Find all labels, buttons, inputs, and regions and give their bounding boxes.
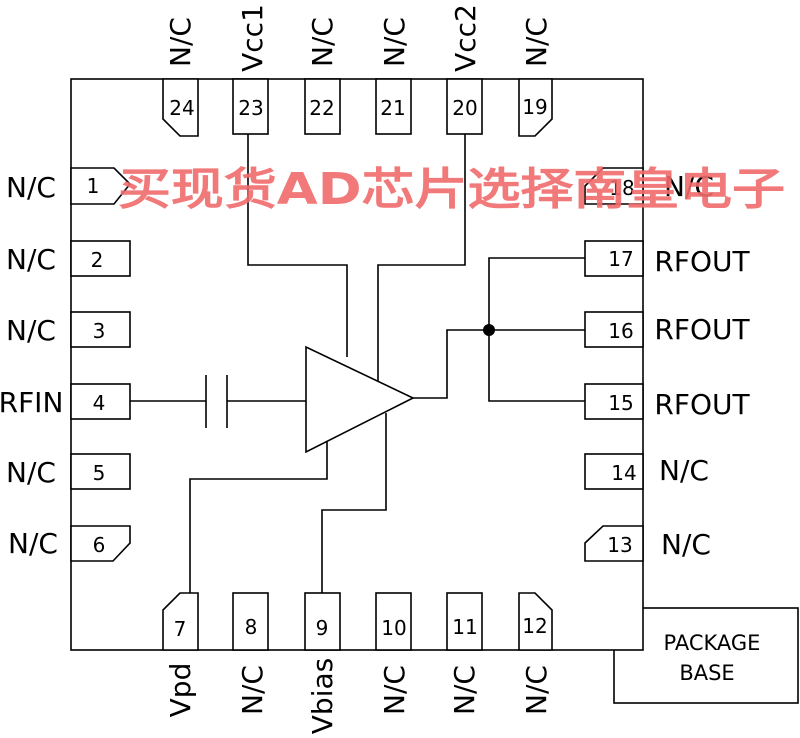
- pin-17: 17 RFOUT: [584, 240, 750, 278]
- pin-21-label: N/C: [378, 17, 411, 67]
- pin-15-label: RFOUT: [654, 388, 750, 421]
- pin-13: 13 N/C: [584, 525, 711, 562]
- pin-11-label: N/C: [448, 665, 481, 715]
- pin-13-label: N/C: [661, 528, 711, 561]
- pin-8-label: N/C: [236, 665, 269, 715]
- pin-14-number: 14: [611, 461, 636, 485]
- pin-22-number: 22: [309, 96, 334, 120]
- pin-5-number: 5: [93, 461, 106, 485]
- pin-16-label: RFOUT: [654, 313, 750, 346]
- pin-5: 5 N/C: [6, 453, 131, 490]
- pin-3-number: 3: [93, 319, 106, 343]
- pin-15: 15 RFOUT: [584, 383, 750, 421]
- pin-20-label: Vcc2: [449, 4, 482, 72]
- pin-4-number: 4: [93, 391, 106, 415]
- pin-19: 19 N/C: [518, 17, 553, 137]
- pin-2-number: 2: [91, 248, 104, 272]
- pin-23: 23 Vcc1: [232, 4, 269, 135]
- pin-9-label: Vbias: [306, 658, 339, 734]
- pin-2: 2 N/C: [6, 240, 131, 277]
- pin-6: 6 N/C: [8, 525, 131, 562]
- pin-8: 8 N/C: [232, 592, 269, 715]
- pin-1: 1 N/C: [6, 167, 132, 205]
- pin-4-label: RFIN: [0, 386, 63, 419]
- pin-19-label: N/C: [520, 17, 553, 67]
- pin-10: 10 N/C: [375, 592, 412, 715]
- pin-1-number: 1: [87, 174, 100, 198]
- pin-15-number: 15: [608, 391, 633, 415]
- pin-10-number: 10: [381, 616, 406, 640]
- pin-20-number: 20: [452, 96, 477, 120]
- pin-19-number: 19: [522, 95, 547, 119]
- pin-9-number: 9: [316, 616, 329, 640]
- pin-12-number: 12: [522, 614, 547, 638]
- pin-8-number: 8: [245, 615, 258, 639]
- pin-11-number: 11: [452, 615, 477, 639]
- pin-2-label: N/C: [6, 243, 56, 276]
- pin-12: 12 N/C: [518, 592, 553, 715]
- pin-21-number: 21: [380, 96, 405, 120]
- package-base-label-1: PACKAGE: [664, 631, 761, 655]
- pin-10-label: N/C: [378, 665, 411, 715]
- pin-24: 24 N/C: [162, 17, 199, 137]
- package-base-box: [613, 607, 799, 704]
- pin-22: 22 N/C: [304, 17, 341, 135]
- pin-17-number: 17: [608, 247, 633, 271]
- pin-14-label: N/C: [659, 454, 709, 487]
- pin-3-label: N/C: [6, 314, 56, 347]
- pin-17-label: RFOUT: [654, 245, 750, 278]
- pin-7: 7 Vpd: [162, 592, 199, 718]
- pin-6-number: 6: [93, 533, 106, 557]
- pin-11: 11 N/C: [446, 592, 483, 715]
- pin-23-label: Vcc1: [236, 4, 269, 72]
- pin-7-number: 7: [174, 617, 187, 641]
- pin-16-number: 16: [608, 319, 633, 343]
- junction-dot: [483, 324, 495, 336]
- pin-9: 9 Vbias: [304, 592, 341, 734]
- pin-6-label: N/C: [8, 527, 58, 560]
- package-base-label-2: BASE: [679, 661, 734, 685]
- watermark-text: 买现货AD芯片选择南皇电子: [118, 164, 785, 215]
- pin-23-number: 23: [238, 96, 263, 120]
- pin-22-label: N/C: [306, 17, 339, 67]
- pin-20: 20 Vcc2: [446, 4, 483, 135]
- pin-24-number: 24: [169, 96, 194, 120]
- pin-5-label: N/C: [6, 456, 56, 489]
- pin-12-label: N/C: [520, 665, 553, 715]
- pin-18: 18 N/C: [584, 167, 714, 205]
- pin-24-label: N/C: [164, 17, 197, 67]
- pin-18-label: N/C: [664, 170, 714, 203]
- internal-wiring: [130, 134, 587, 593]
- pin-18-number: 18: [609, 176, 634, 200]
- pin-4: 4 RFIN: [0, 383, 131, 420]
- amplifier-symbol: [305, 345, 415, 454]
- chip-body: [70, 78, 644, 651]
- pin-16: 16 RFOUT: [584, 311, 750, 348]
- pin-21: 21 N/C: [375, 17, 412, 135]
- pin-7-label: Vpd: [164, 663, 197, 718]
- pin-14: 14 N/C: [584, 453, 709, 490]
- pin-3: 3 N/C: [6, 311, 131, 348]
- pin-1-label: N/C: [6, 171, 56, 204]
- pin-13-number: 13: [607, 533, 632, 557]
